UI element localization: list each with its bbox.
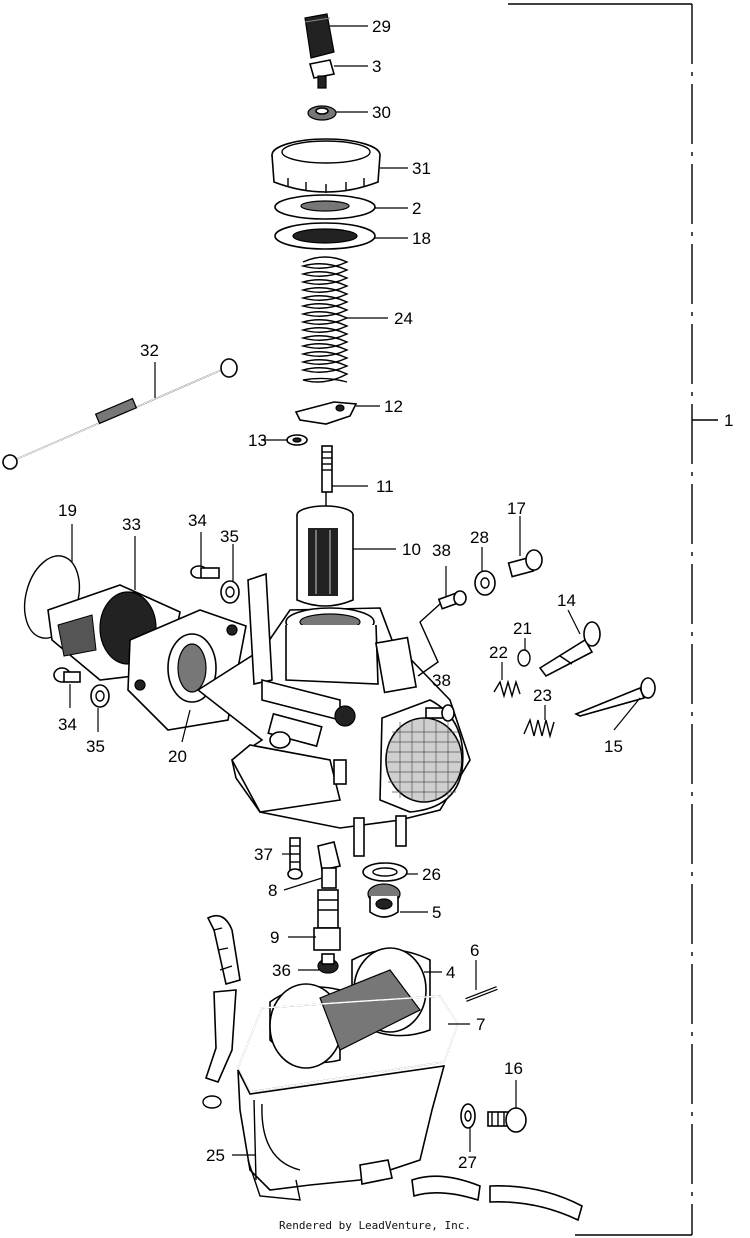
callout-3: 3	[372, 57, 381, 76]
callout-8: 8	[268, 881, 277, 900]
part-35-washer-upper	[220, 580, 240, 604]
part-4-float	[269, 947, 431, 1069]
callout-34-lower: 34	[58, 715, 77, 734]
part-14-air-screw	[538, 621, 601, 678]
callout-38-upper: 38	[432, 541, 451, 560]
part-8-needle-jet	[317, 841, 341, 889]
callout-23: 23	[533, 686, 552, 705]
callout-36: 36	[272, 961, 291, 980]
callout-35-upper: 35	[220, 527, 239, 546]
clip	[202, 1095, 222, 1109]
callout-10: 10	[402, 540, 421, 559]
callout-33: 33	[122, 515, 141, 534]
callout-1: 1	[724, 411, 733, 430]
callout-20: 20	[168, 747, 187, 766]
part-21-oring	[517, 649, 531, 667]
callout-7: 7	[476, 1015, 485, 1034]
part-37-pilot-jet	[287, 837, 303, 880]
part-31-ring	[271, 138, 381, 193]
carburetor-body	[196, 572, 471, 857]
part-18-gasket	[274, 222, 376, 250]
part-36-main-jet	[317, 953, 339, 974]
callout-28: 28	[470, 528, 489, 547]
callout-29: 29	[372, 17, 391, 36]
drain-hose	[411, 1175, 583, 1222]
part-23-spring	[523, 717, 555, 739]
callout-4: 4	[446, 963, 455, 982]
callout-14: 14	[557, 591, 576, 610]
part-32-cable	[2, 358, 238, 470]
assembly-bracket	[508, 3, 718, 1236]
part-38-screw-upper	[437, 590, 467, 610]
part-22-spring	[493, 679, 521, 699]
callout-18: 18	[412, 229, 431, 248]
part-16-screw	[487, 1107, 527, 1133]
callout-15: 15	[604, 737, 623, 756]
callout-17: 17	[507, 499, 526, 518]
part-15-stop-screw	[574, 677, 656, 717]
callout-12: 12	[384, 397, 403, 416]
callout-22: 22	[489, 643, 508, 662]
part-28-washer	[474, 570, 496, 596]
callout-37: 37	[254, 845, 273, 864]
callout-11: 11	[376, 477, 394, 496]
part-6-pin	[465, 986, 498, 1002]
callout-labels: 29 3 30 31 2 18 24 32 12 13 11 19 33 34 …	[58, 17, 733, 1172]
part-34-screw-lower	[53, 667, 81, 683]
part-26-washer	[362, 862, 408, 882]
callout-30: 30	[372, 103, 391, 122]
part-9-jet-holder	[313, 889, 341, 951]
callout-9: 9	[270, 928, 279, 947]
part-29-cap	[304, 13, 335, 59]
callout-32: 32	[140, 341, 159, 360]
part-25-float-bowl	[237, 1065, 446, 1201]
callout-13: 13	[248, 431, 267, 450]
part-5-drain-plug	[367, 883, 401, 918]
callout-25: 25	[206, 1146, 225, 1165]
part-13-clip	[286, 434, 308, 446]
part-17-plug	[507, 549, 543, 578]
footer-credit: Rendered by LeadVenture, Inc.	[278, 1219, 472, 1232]
part-34-screw-upper	[190, 565, 220, 579]
callout-2: 2	[412, 199, 421, 218]
callout-35-lower: 35	[86, 737, 105, 756]
callout-31: 31	[412, 159, 431, 178]
callout-26: 26	[422, 865, 441, 884]
part-24-spring	[300, 256, 349, 383]
overflow-hose	[204, 914, 241, 1083]
part-30-nut	[307, 105, 337, 121]
leader-lines	[69, 25, 641, 1156]
callout-19: 19	[58, 501, 77, 520]
callout-16: 16	[504, 1059, 523, 1078]
part-10-throttle-valve	[296, 505, 354, 607]
callout-5: 5	[432, 903, 441, 922]
callout-27: 27	[458, 1153, 477, 1172]
callout-34-upper: 34	[188, 511, 207, 530]
part-35-washer-lower	[90, 684, 110, 708]
part-11-needle	[321, 445, 333, 508]
part-12-clip	[294, 401, 358, 425]
callout-24: 24	[394, 309, 413, 328]
callout-6: 6	[470, 941, 479, 960]
callout-21: 21	[513, 619, 532, 638]
part-2-seal	[274, 194, 376, 220]
part-3-screw	[308, 59, 336, 89]
callout-38-lower: 38	[432, 671, 451, 690]
part-27-washer	[460, 1103, 476, 1129]
part-38-screw-lower	[425, 704, 455, 722]
